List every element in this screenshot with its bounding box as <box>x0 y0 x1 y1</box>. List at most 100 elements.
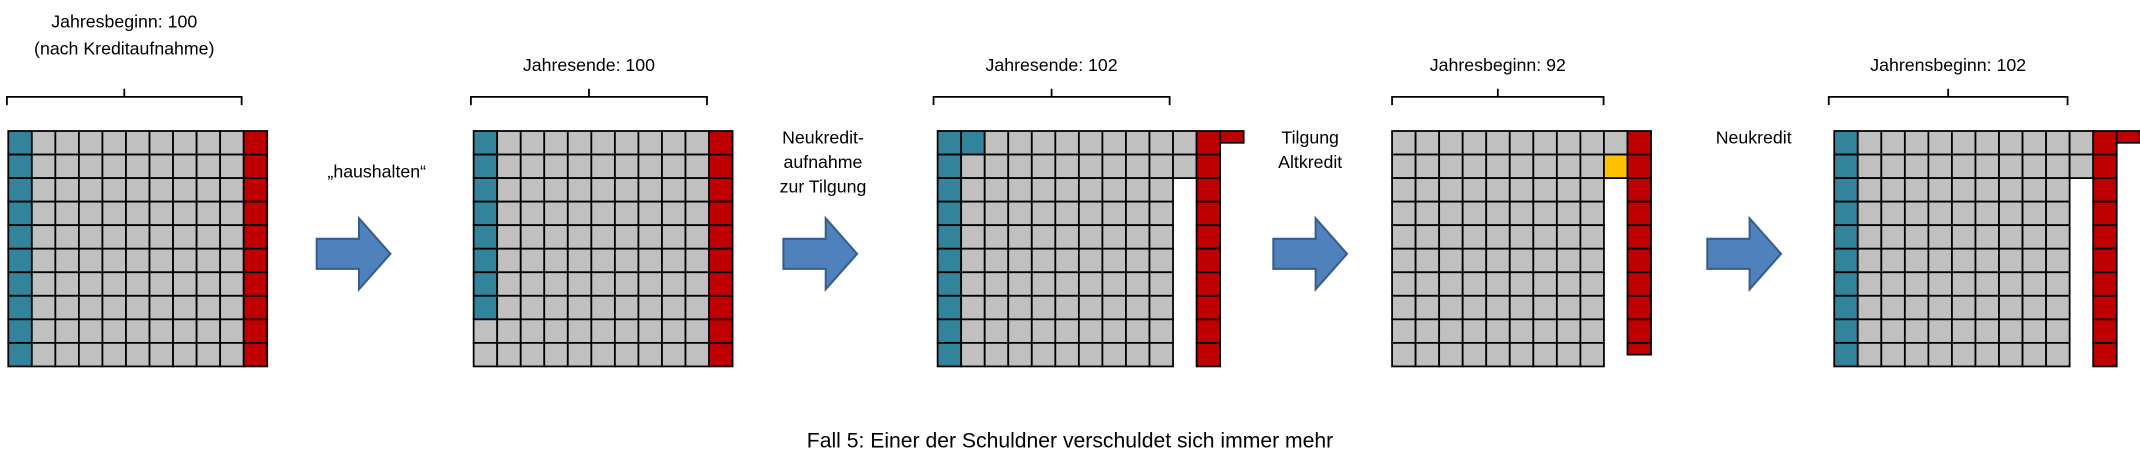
gray-cell <box>1414 224 1441 250</box>
gray-cell <box>1148 271 1174 297</box>
stage-title: Jahresbeginn: 92 <box>1430 55 1566 75</box>
red-cell <box>242 341 269 368</box>
gray-cell <box>1101 130 1127 156</box>
gray-cell <box>125 130 151 156</box>
gray-cell <box>1030 294 1057 321</box>
gray-cell <box>78 271 104 297</box>
gray-cell <box>1998 153 2024 179</box>
gray-cell <box>2021 153 2047 179</box>
red-cell <box>242 153 269 179</box>
gray-cell <box>1555 130 1582 156</box>
gray-cell <box>1903 294 1930 321</box>
gray-cell <box>543 271 569 297</box>
stage-title: Jahresende: 102 <box>986 55 1118 75</box>
gray-cell <box>1485 200 1511 227</box>
gray-cell <box>1461 224 1488 250</box>
gray-cell <box>1927 130 1953 156</box>
gray-cell <box>1414 247 1441 274</box>
gray-cell <box>1927 200 1953 227</box>
gray-cell <box>472 341 499 368</box>
gray-cell <box>1856 130 1883 156</box>
teal-cell <box>1833 247 1859 274</box>
gray-cell <box>661 318 687 344</box>
gray-cell <box>1903 177 1930 203</box>
gray-cell <box>2021 294 2047 321</box>
gray-cell <box>1998 271 2024 297</box>
gray-cell <box>1485 153 1511 179</box>
gray-cell <box>1951 200 1977 227</box>
gray-cell <box>960 224 986 250</box>
gray-cell <box>78 224 104 250</box>
gray-cell <box>661 341 687 368</box>
gray-cell <box>1927 224 1953 250</box>
gray-cell <box>78 341 104 368</box>
red-cell <box>708 271 734 297</box>
gray-cell <box>566 341 593 368</box>
gray-cell <box>1391 294 1417 321</box>
stage-3: Jahresende: 102 <box>932 55 1245 368</box>
red-cell <box>2092 294 2118 321</box>
gray-cell <box>1532 271 1558 297</box>
gray-cell <box>172 153 198 179</box>
gray-cell <box>1125 247 1151 274</box>
gray-cell <box>1532 224 1558 250</box>
gray-cell <box>78 153 104 179</box>
gray-cell <box>1998 224 2024 250</box>
gray-cell <box>1998 341 2024 368</box>
gray-cell <box>1125 271 1151 297</box>
stage-title: Jahresbeginn: 100 <box>51 11 197 31</box>
gray-cell <box>684 177 710 203</box>
gray-cell <box>519 224 546 250</box>
gray-cell <box>54 177 80 203</box>
teal-cell <box>936 224 963 250</box>
red-cell <box>1195 200 1222 227</box>
gray-cell <box>543 247 569 274</box>
gray-cell <box>613 130 640 156</box>
gray-cell <box>1579 294 1605 321</box>
gray-cell <box>1555 224 1582 250</box>
red-cell <box>2092 341 2118 368</box>
gray-cell <box>1391 271 1417 297</box>
teal-cell <box>472 177 499 203</box>
gray-cell <box>1461 200 1488 227</box>
stage-1: Jahresbeginn: 100(nach Kreditaufnahme) <box>6 11 269 368</box>
gray-cell <box>1148 247 1174 274</box>
gray-cell <box>496 153 522 179</box>
gray-cell <box>1485 341 1511 368</box>
gray-cell <box>101 341 127 368</box>
gray-cell <box>1532 130 1558 156</box>
gray-cell <box>1974 153 2000 179</box>
teal-cell <box>7 294 33 321</box>
gray-cell <box>2021 224 2047 250</box>
gray-cell <box>1125 224 1151 250</box>
gray-cell <box>1532 177 1558 203</box>
gray-cell <box>1555 247 1582 274</box>
gray-cell <box>1172 153 1198 179</box>
gray-cell <box>1148 318 1174 344</box>
gray-cell <box>219 200 245 227</box>
gray-cell <box>219 271 245 297</box>
gray-cell <box>101 224 127 250</box>
gray-cell <box>1054 200 1080 227</box>
gray-cell <box>54 318 80 344</box>
gray-cell <box>496 200 522 227</box>
gray-cell <box>1880 271 1906 297</box>
gray-cell <box>1856 224 1883 250</box>
gray-cell <box>1007 271 1033 297</box>
gray-cell <box>637 294 663 321</box>
gray-cell <box>1101 153 1127 179</box>
gray-cell <box>519 130 546 156</box>
gray-cell <box>2021 177 2047 203</box>
gray-cell <box>1054 271 1080 297</box>
gray-cell <box>1856 341 1883 368</box>
gray-cell <box>1414 153 1441 179</box>
gray-cell <box>172 130 198 156</box>
red-cell <box>2092 247 2118 274</box>
stage-5: Jahrensbeginn: 102 <box>1827 55 2140 368</box>
gray-cell <box>1077 341 1104 368</box>
gray-cell <box>1054 318 1080 344</box>
red-cell <box>2092 177 2118 203</box>
gray-cell <box>543 318 569 344</box>
gray-cell <box>1077 224 1104 250</box>
red-cell <box>242 130 269 156</box>
